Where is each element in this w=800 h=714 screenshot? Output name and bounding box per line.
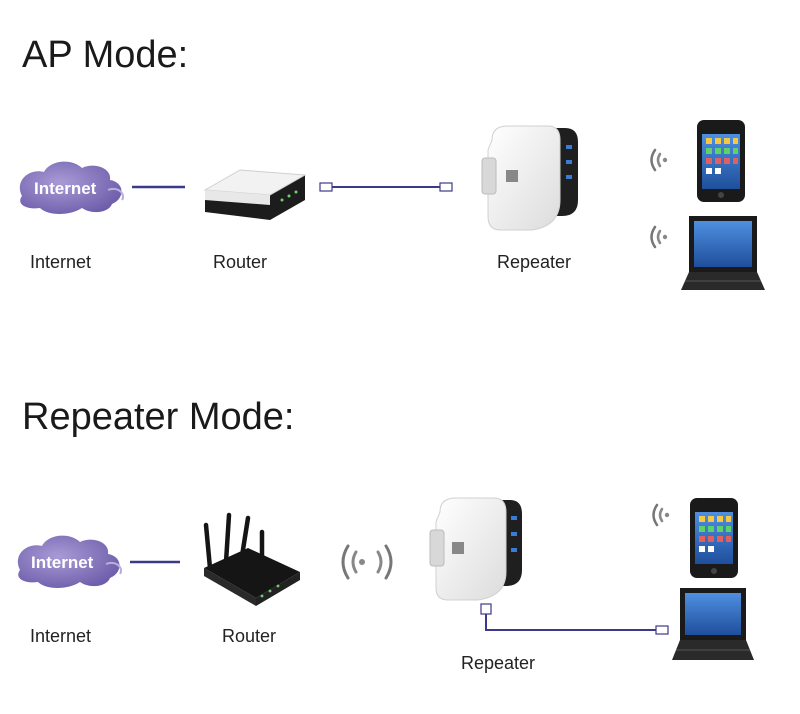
ap-router-label: Router (213, 252, 268, 272)
rep-smartphone-icon (690, 498, 738, 578)
ap-repeater-label: Repeater (497, 252, 572, 272)
rep-router-label: Router (222, 626, 277, 646)
ap-wifi-signal-icon-phone (650, 148, 669, 172)
ap-wifi-signal-icon-laptop (650, 225, 669, 249)
rep-laptop-icon (672, 588, 754, 660)
rep-repeater-label: Repeater (461, 653, 536, 673)
ap-mode-title: AP Mode: (22, 34, 189, 76)
rep-internet-label: Internet (30, 626, 92, 646)
rep-cloud-text: Internet (31, 553, 94, 572)
rep-ethernet-link-repeater-laptop (480, 603, 669, 635)
repeater-mode-title: Repeater Mode: (22, 396, 295, 438)
ap-cloud-text: Internet (34, 179, 97, 198)
ap-smartphone-icon (697, 120, 745, 202)
ap-laptop-icon (681, 216, 765, 290)
rep-router-icon (203, 512, 300, 606)
ap-internet-cloud-icon: Internet (19, 161, 124, 214)
ap-internet-label: Internet (30, 252, 92, 272)
rep-repeater-icon (429, 497, 522, 601)
ap-link-router-repeater (319, 182, 453, 192)
rep-internet-cloud-icon: Internet (17, 535, 122, 588)
ap-repeater-icon (481, 125, 578, 231)
ap-router-icon (203, 169, 307, 220)
rep-wifi-signal-icon-phone (652, 503, 671, 527)
rep-wifi-bridge-icon (341, 544, 393, 580)
